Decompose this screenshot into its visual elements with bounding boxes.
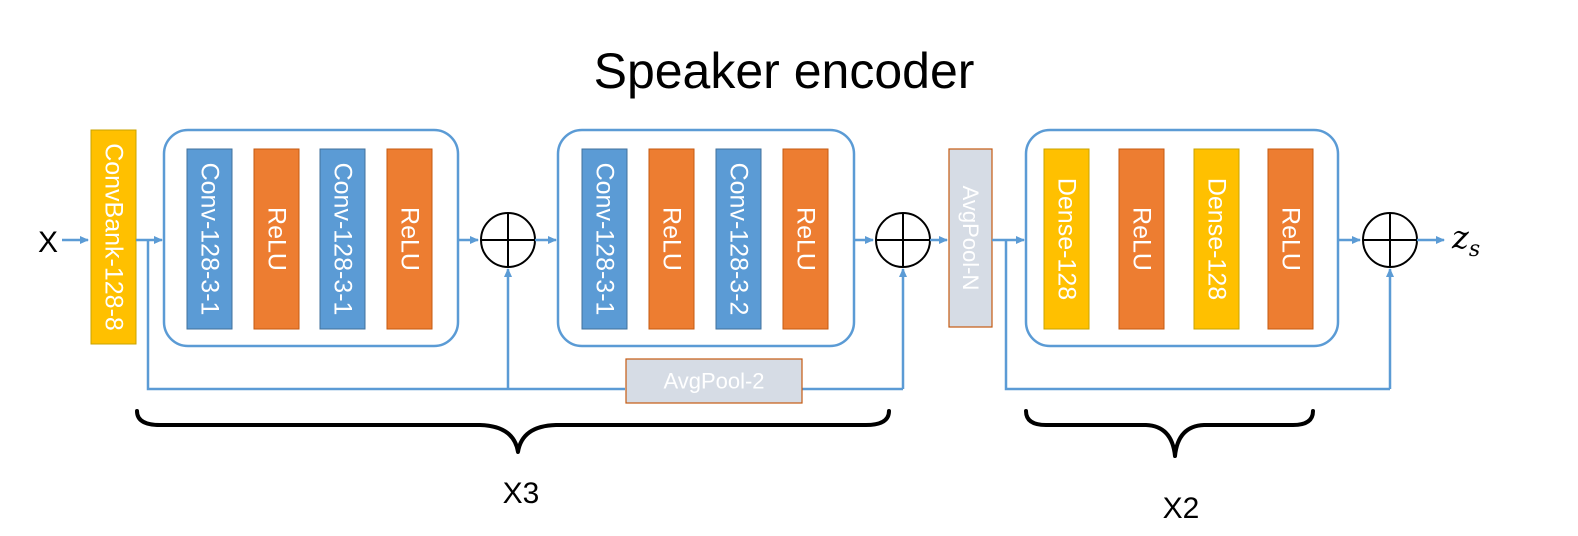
group2-block-2: ReLU — [648, 148, 695, 330]
output-label-main: z — [1451, 218, 1470, 256]
convbank-label: ConvBank-128-8 — [100, 143, 128, 331]
sum-node-2 — [875, 212, 931, 268]
input-label: X — [38, 226, 58, 259]
repeat-label-x2: X2 — [1163, 492, 1200, 525]
group2-block-label-1: Conv-128-3-1 — [591, 163, 619, 316]
group2-block-4: ReLU — [782, 148, 829, 330]
conv-group-2 — [556, 128, 856, 348]
group2-block-3: Conv-128-3-2 — [715, 148, 762, 330]
group1-block-label-4: ReLU — [396, 207, 424, 271]
skip-line-2 — [1004, 240, 1390, 391]
convbank-block: ConvBank-128-8 — [90, 129, 137, 345]
group1-block-label-1: Conv-128-3-1 — [196, 163, 224, 316]
group1-block-3: Conv-128-3-1 — [319, 148, 366, 330]
sum-node-1 — [480, 212, 536, 268]
diagram-title: Speaker encoder — [594, 43, 975, 99]
group3-block-1: Dense-128 — [1043, 148, 1090, 330]
group3-block-4: ReLU — [1267, 148, 1314, 330]
group2-block-label-4: ReLU — [792, 207, 820, 271]
skip-line-1 — [146, 240, 625, 391]
group3-block-label-2: ReLU — [1128, 207, 1156, 271]
group1-block-2: ReLU — [253, 148, 300, 330]
group1-block-1: Conv-128-3-1 — [186, 148, 233, 330]
output-label-sub: s — [1469, 237, 1480, 262]
group1-block-label-3: Conv-128-3-1 — [329, 163, 357, 316]
avgpool-2-block: AvgPool-2 — [625, 358, 803, 404]
group3-block-label-3: Dense-128 — [1203, 178, 1231, 300]
group3-block-3: Dense-128 — [1193, 148, 1240, 330]
group2-block-1: Conv-128-3-1 — [581, 148, 628, 330]
group3-block-label-4: ReLU — [1277, 207, 1305, 271]
dense-group — [1024, 128, 1340, 348]
group3-block-label-1: Dense-128 — [1053, 178, 1081, 300]
conv-group-1 — [162, 128, 460, 348]
repeat-label-x3: X3 — [503, 477, 540, 510]
group3-block-2: ReLU — [1118, 148, 1165, 330]
avgpool-2-label: AvgPool-2 — [663, 369, 764, 394]
sum-node-3 — [1362, 212, 1418, 268]
avgpool-n-label: AvgPool-N — [958, 186, 983, 291]
group1-block-4: ReLU — [386, 148, 433, 330]
group2-block-label-2: ReLU — [658, 207, 686, 271]
group1-block-label-2: ReLU — [263, 207, 291, 271]
output-label: zs — [1451, 218, 1480, 262]
avgpool-n-block: AvgPool-N — [948, 148, 993, 328]
brace-x2 — [1024, 409, 1315, 458]
brace-x3 — [135, 409, 891, 454]
group2-block-label-3: Conv-128-3-2 — [725, 163, 753, 316]
